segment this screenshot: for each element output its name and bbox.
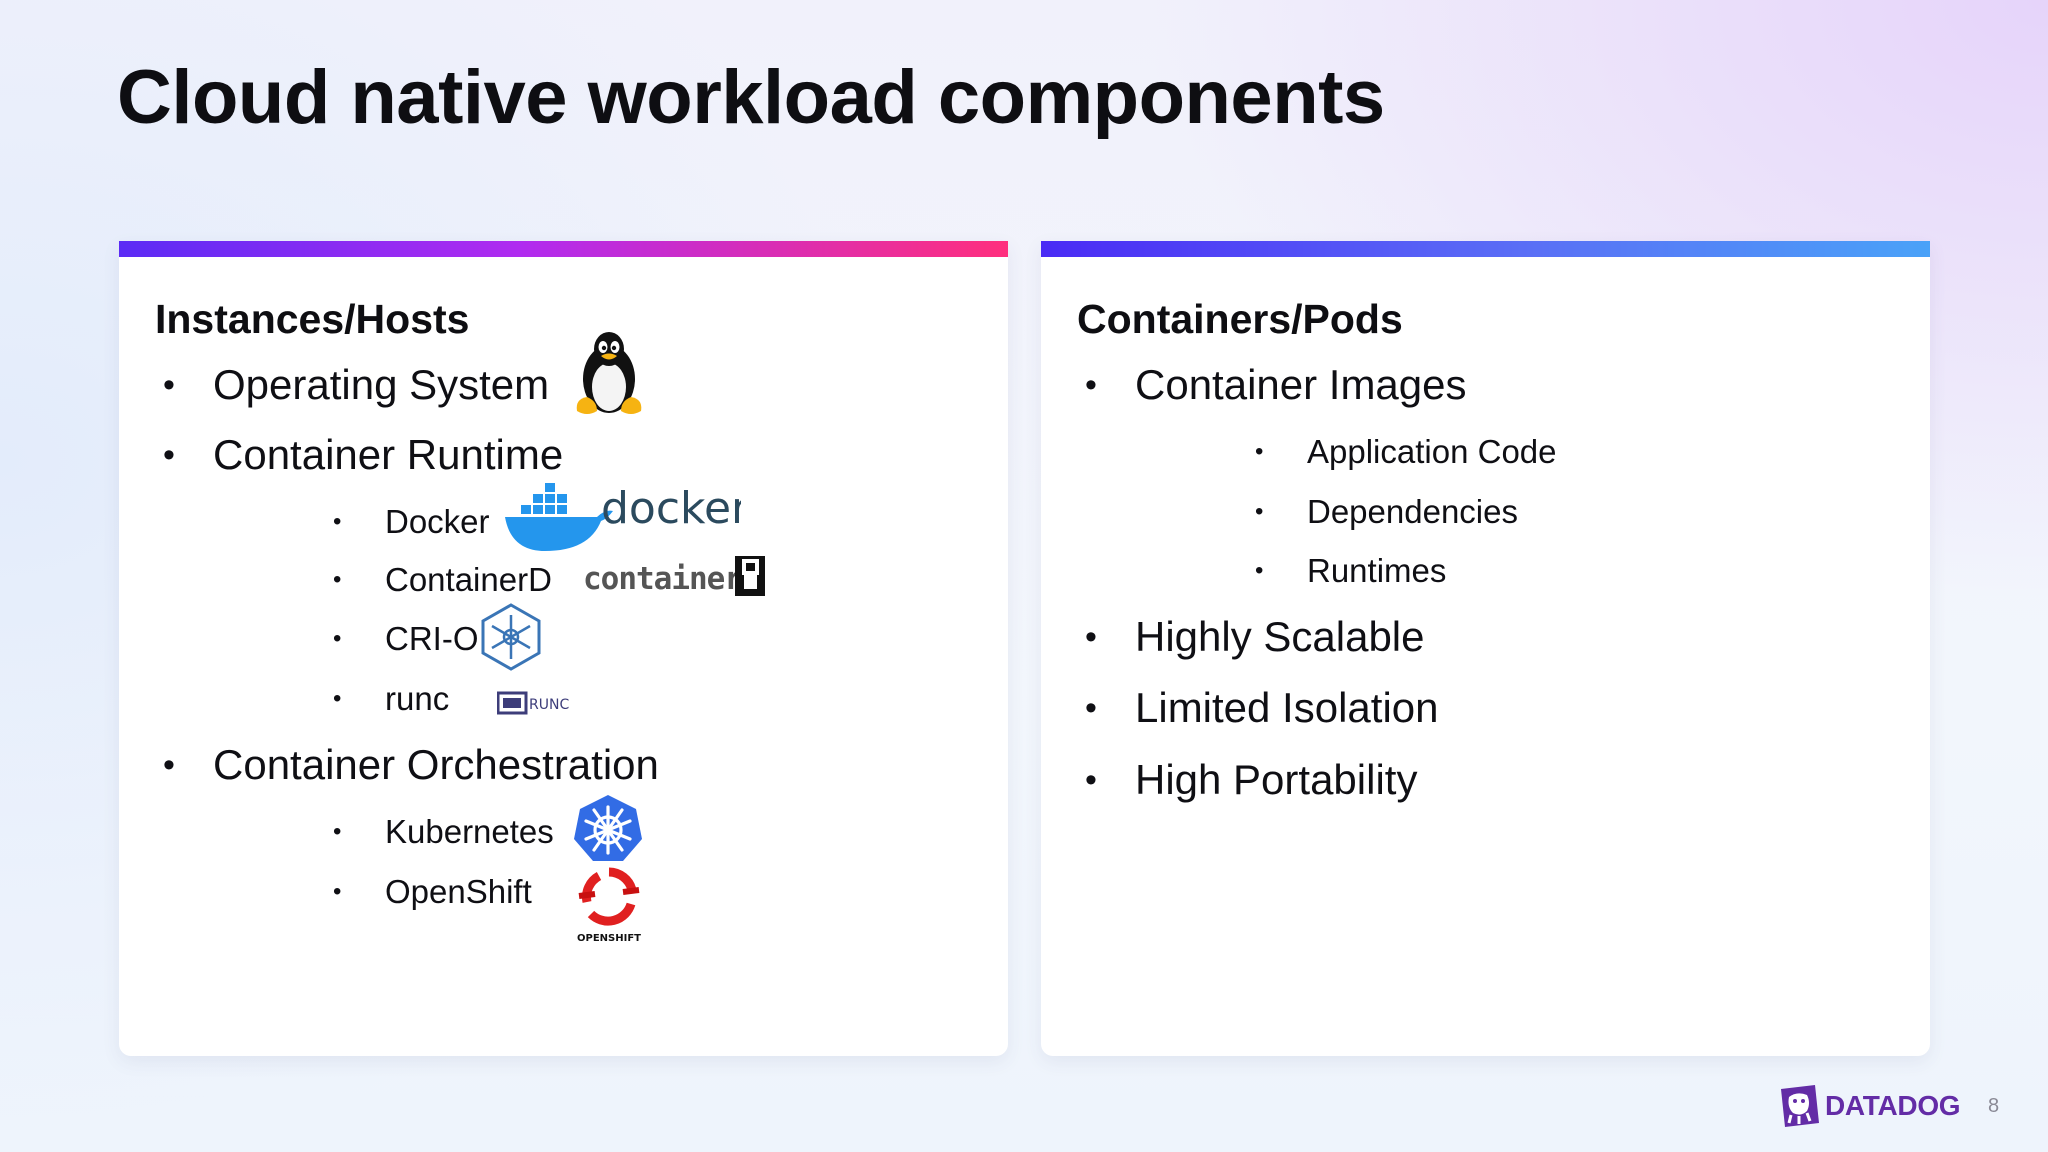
sub-item-label: Kubernetes	[385, 813, 554, 850]
sub-item-containerd: • ContainerD	[333, 561, 552, 599]
list-item-label: Operating System	[213, 361, 550, 408]
sub-item-docker: • Docker	[333, 503, 490, 541]
bullet: •	[333, 878, 342, 905]
bullet: •	[1255, 498, 1264, 525]
sub-item-label: Docker	[385, 503, 490, 540]
list-item-container-orchestration: • Container Orchestration	[163, 741, 659, 789]
bullet: •	[1255, 557, 1264, 584]
tux-penguin-icon	[576, 332, 642, 414]
page-number: 8	[1988, 1095, 2000, 1117]
openshift-logo-text: OPENSHIFT	[577, 933, 641, 944]
list-item-label: High Portability	[1135, 756, 1418, 803]
list-item-label: Container Orchestration	[213, 741, 659, 788]
bullet: •	[1085, 688, 1097, 727]
sub-item-kubernetes: • Kubernetes	[333, 813, 554, 851]
containers-pods-card: Containers/Pods • Container Images • App…	[1041, 241, 1930, 1056]
list-item-operating-system: • Operating System	[163, 361, 550, 409]
sub-item-application-code: • Application Code	[1255, 433, 1557, 471]
list-item-high-portability: • High Portability	[1085, 756, 1418, 804]
sub-item-runc: • runc	[333, 680, 450, 718]
bullet: •	[333, 685, 342, 712]
runc-logo: RUNC	[497, 691, 569, 715]
list-item-label: Container Images	[1135, 361, 1467, 408]
list-item-container-runtime: • Container Runtime	[163, 431, 564, 479]
list-item-label: Container Runtime	[213, 431, 564, 478]
bullet: •	[333, 818, 342, 845]
docker-logo: docker	[505, 483, 741, 551]
kubernetes-logo	[574, 795, 642, 861]
sub-item-crio: • CRI-O	[333, 620, 479, 658]
bullet: •	[333, 625, 342, 652]
crio-logo	[481, 603, 541, 671]
sub-item-runtimes: • Runtimes	[1255, 552, 1447, 590]
containerd-logo-text: container	[583, 561, 742, 597]
bullet: •	[333, 508, 342, 535]
list-item-label: Highly Scalable	[1135, 613, 1425, 660]
bullet: •	[163, 745, 175, 784]
card-accent-bar	[119, 241, 1008, 257]
list-item-label: Limited Isolation	[1135, 684, 1439, 731]
containerd-logo: container	[583, 556, 765, 597]
sub-item-label: Runtimes	[1307, 552, 1447, 589]
bullet: •	[1085, 617, 1097, 656]
bullet: •	[1255, 438, 1264, 465]
datadog-wordmark: DATADOG	[1825, 1090, 1961, 1121]
list-item-highly-scalable: • Highly Scalable	[1085, 613, 1425, 661]
card-title: Instances/Hosts	[155, 296, 470, 342]
datadog-brand: DATADOG	[1777, 1083, 1961, 1129]
bullet: •	[163, 365, 175, 404]
bullet: •	[333, 566, 342, 593]
card-title: Containers/Pods	[1077, 296, 1403, 342]
bullet: •	[163, 435, 175, 474]
sub-item-label: OpenShift	[385, 873, 532, 910]
docker-logo-text: docker	[601, 483, 741, 534]
sub-item-dependencies: • Dependencies	[1255, 493, 1518, 531]
runc-logo-text: RUNC	[529, 697, 569, 713]
openshift-logo: OPENSHIFT	[577, 867, 641, 944]
sub-item-label: CRI-O	[385, 620, 479, 657]
list-item-limited-isolation: • Limited Isolation	[1085, 684, 1439, 732]
list-item-container-images: • Container Images	[1085, 361, 1467, 409]
sub-item-openshift: • OpenShift	[333, 873, 532, 911]
card-accent-bar	[1041, 241, 1930, 257]
bullet: •	[1085, 365, 1097, 404]
bullet: •	[1085, 760, 1097, 799]
sub-item-label: Application Code	[1307, 433, 1557, 470]
sub-item-label: Dependencies	[1307, 493, 1518, 530]
datadog-logo	[1781, 1085, 1819, 1127]
instances-hosts-card: Instances/Hosts • Operating System • Con…	[119, 241, 1008, 1056]
sub-item-label: ContainerD	[385, 561, 552, 598]
slide-title: Cloud native workload components	[117, 55, 1385, 140]
sub-item-label: runc	[385, 680, 450, 717]
